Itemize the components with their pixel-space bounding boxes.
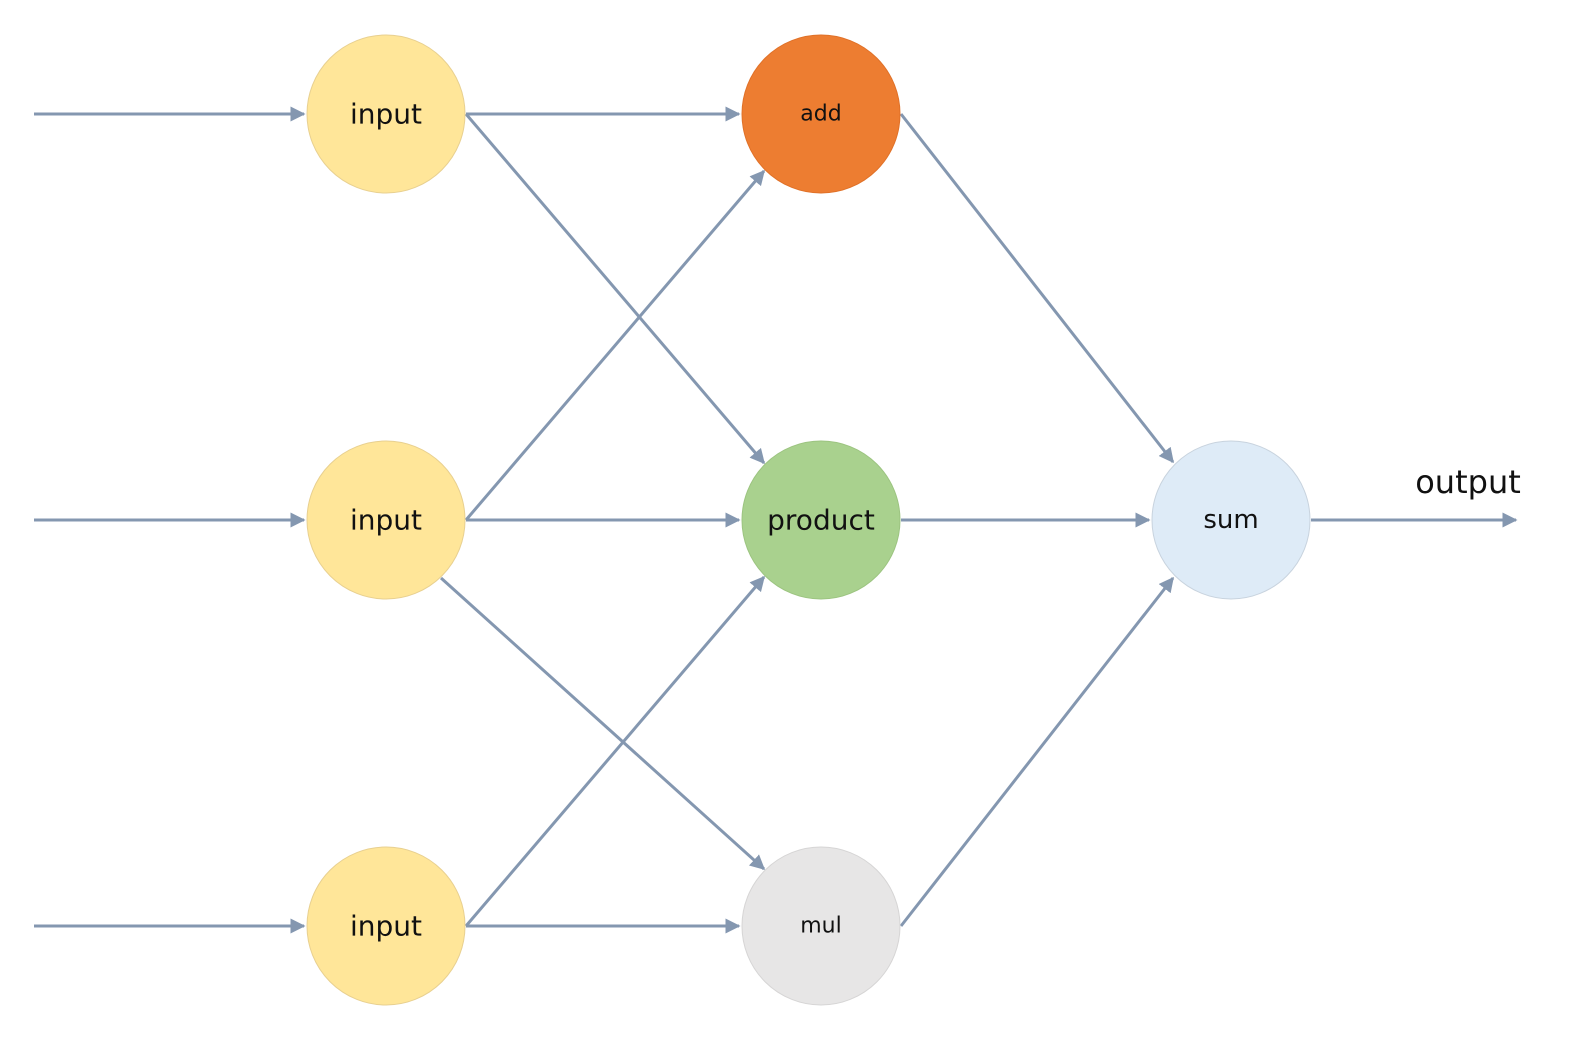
output-label: output [1415,463,1521,501]
node-input-middle-label: input [350,504,422,537]
node-mul: mul [741,846,901,1006]
node-input-bottom-label: input [350,910,422,943]
edge-input-middle-to-add [464,169,766,521]
nodes: input input input add product mul sum [306,34,1311,1006]
node-input-bottom: input [306,846,466,1006]
node-product-label: product [767,504,875,537]
node-product: product [741,440,901,600]
edge-mul-to-sum [899,576,1175,927]
node-input-middle: input [306,440,466,600]
edge-input-top-to-product [464,113,766,465]
edge-input-middle-to-mul [439,576,766,871]
edges [34,106,1518,934]
node-input-top: input [306,34,466,194]
edge-add-to-sum [899,113,1175,464]
node-sum-label: sum [1203,505,1258,535]
node-add-label: add [800,102,841,127]
node-input-top-label: input [350,98,422,131]
node-mul-label: mul [800,914,842,939]
edge-input-bottom-to-product [464,575,766,927]
node-sum: sum [1151,440,1311,600]
node-add: add [741,34,901,194]
